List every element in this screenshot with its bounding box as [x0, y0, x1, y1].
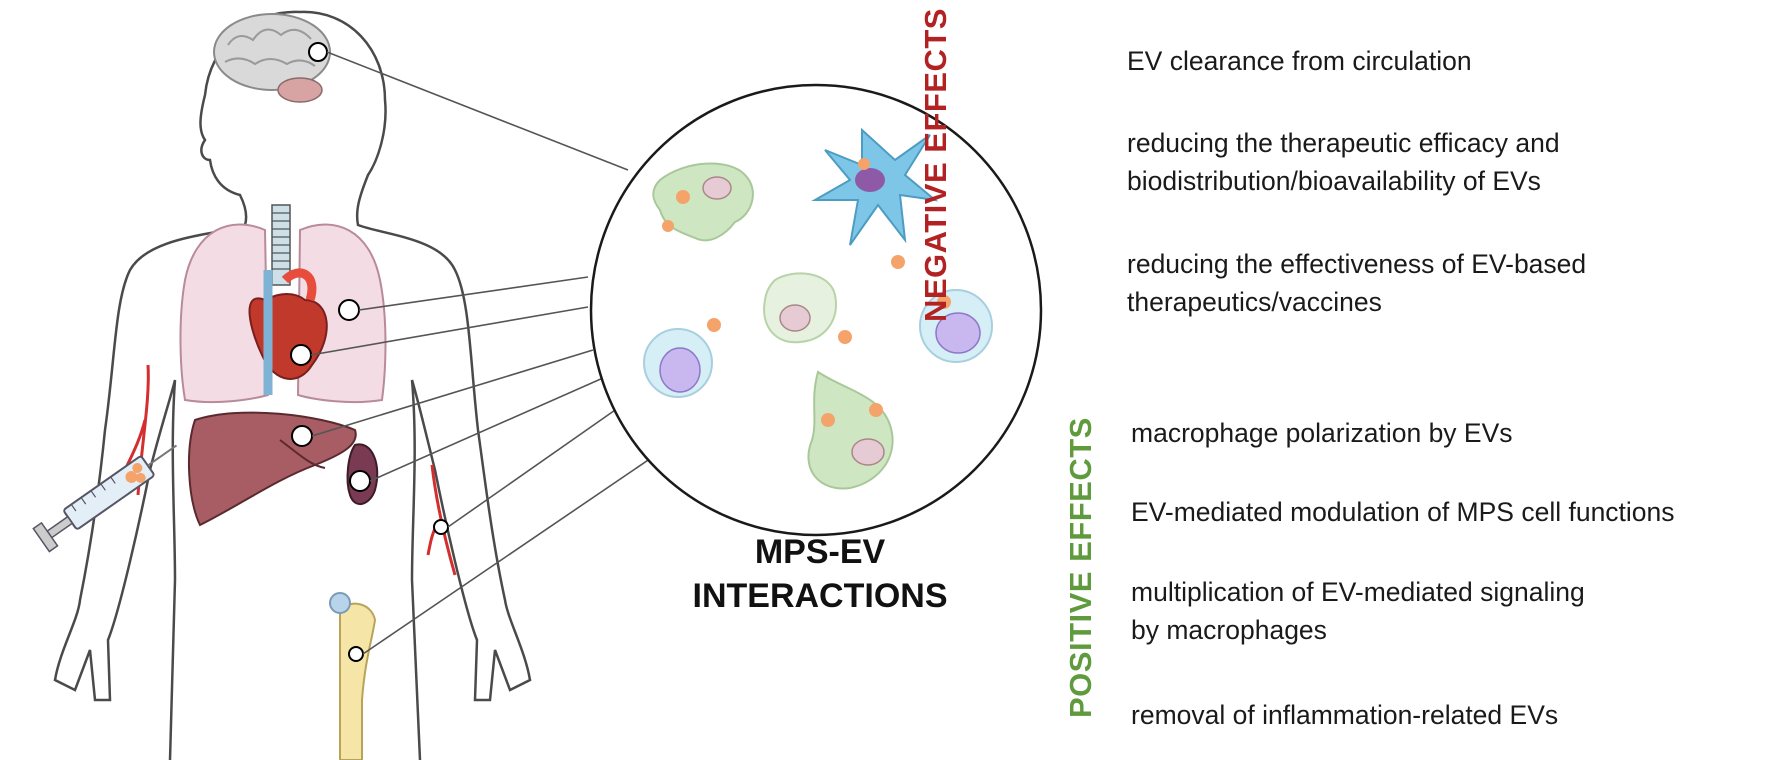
- spleen-icon: [346, 443, 379, 505]
- lungs-icon: [179, 223, 387, 404]
- negative-effect-item: reducing the effectiveness of EV-based t…: [1127, 249, 1587, 317]
- positive-effect-item: EV-mediated modulation of MPS cell funct…: [1131, 497, 1675, 527]
- positive-effect-item: multiplication of EV-mediated signaling …: [1131, 577, 1585, 645]
- connector-lines: [310, 51, 661, 655]
- title-line-2: INTERACTIONS: [692, 577, 948, 615]
- monocyte-icon: [919, 289, 993, 363]
- trachea-icon: [271, 204, 291, 286]
- brain-icon: [213, 13, 331, 103]
- macrophage-icon: [652, 162, 754, 242]
- monocyte-icon: [643, 328, 713, 398]
- negative-effects-label: NEGATIVE EFFECTS: [918, 8, 953, 323]
- dendritic-cell-icon: [811, 127, 939, 269]
- human-body-outline: [53, 10, 532, 760]
- macrophage-icon: [707, 272, 852, 344]
- macrophage-icon: [807, 370, 894, 490]
- negative-effect-item: EV clearance from circulation: [1127, 46, 1472, 76]
- positive-effect-item: macrophage polarization by EVs: [1131, 418, 1513, 448]
- heart-icon: [248, 268, 328, 395]
- syringe-icon: [32, 444, 178, 553]
- bone-icon: [329, 592, 377, 760]
- positive-effect-item: removal of inflammation-related EVs: [1131, 700, 1559, 730]
- negative-effect-item: reducing the therapeutic efficacy and bi…: [1127, 128, 1560, 196]
- diagram-title: MPS-EV INTERACTIONS: [640, 530, 1000, 618]
- title-line-1: MPS-EV: [754, 533, 886, 571]
- liver-icon: [188, 411, 357, 527]
- positive-effects-label: POSITIVE EFFECTS: [1063, 417, 1098, 718]
